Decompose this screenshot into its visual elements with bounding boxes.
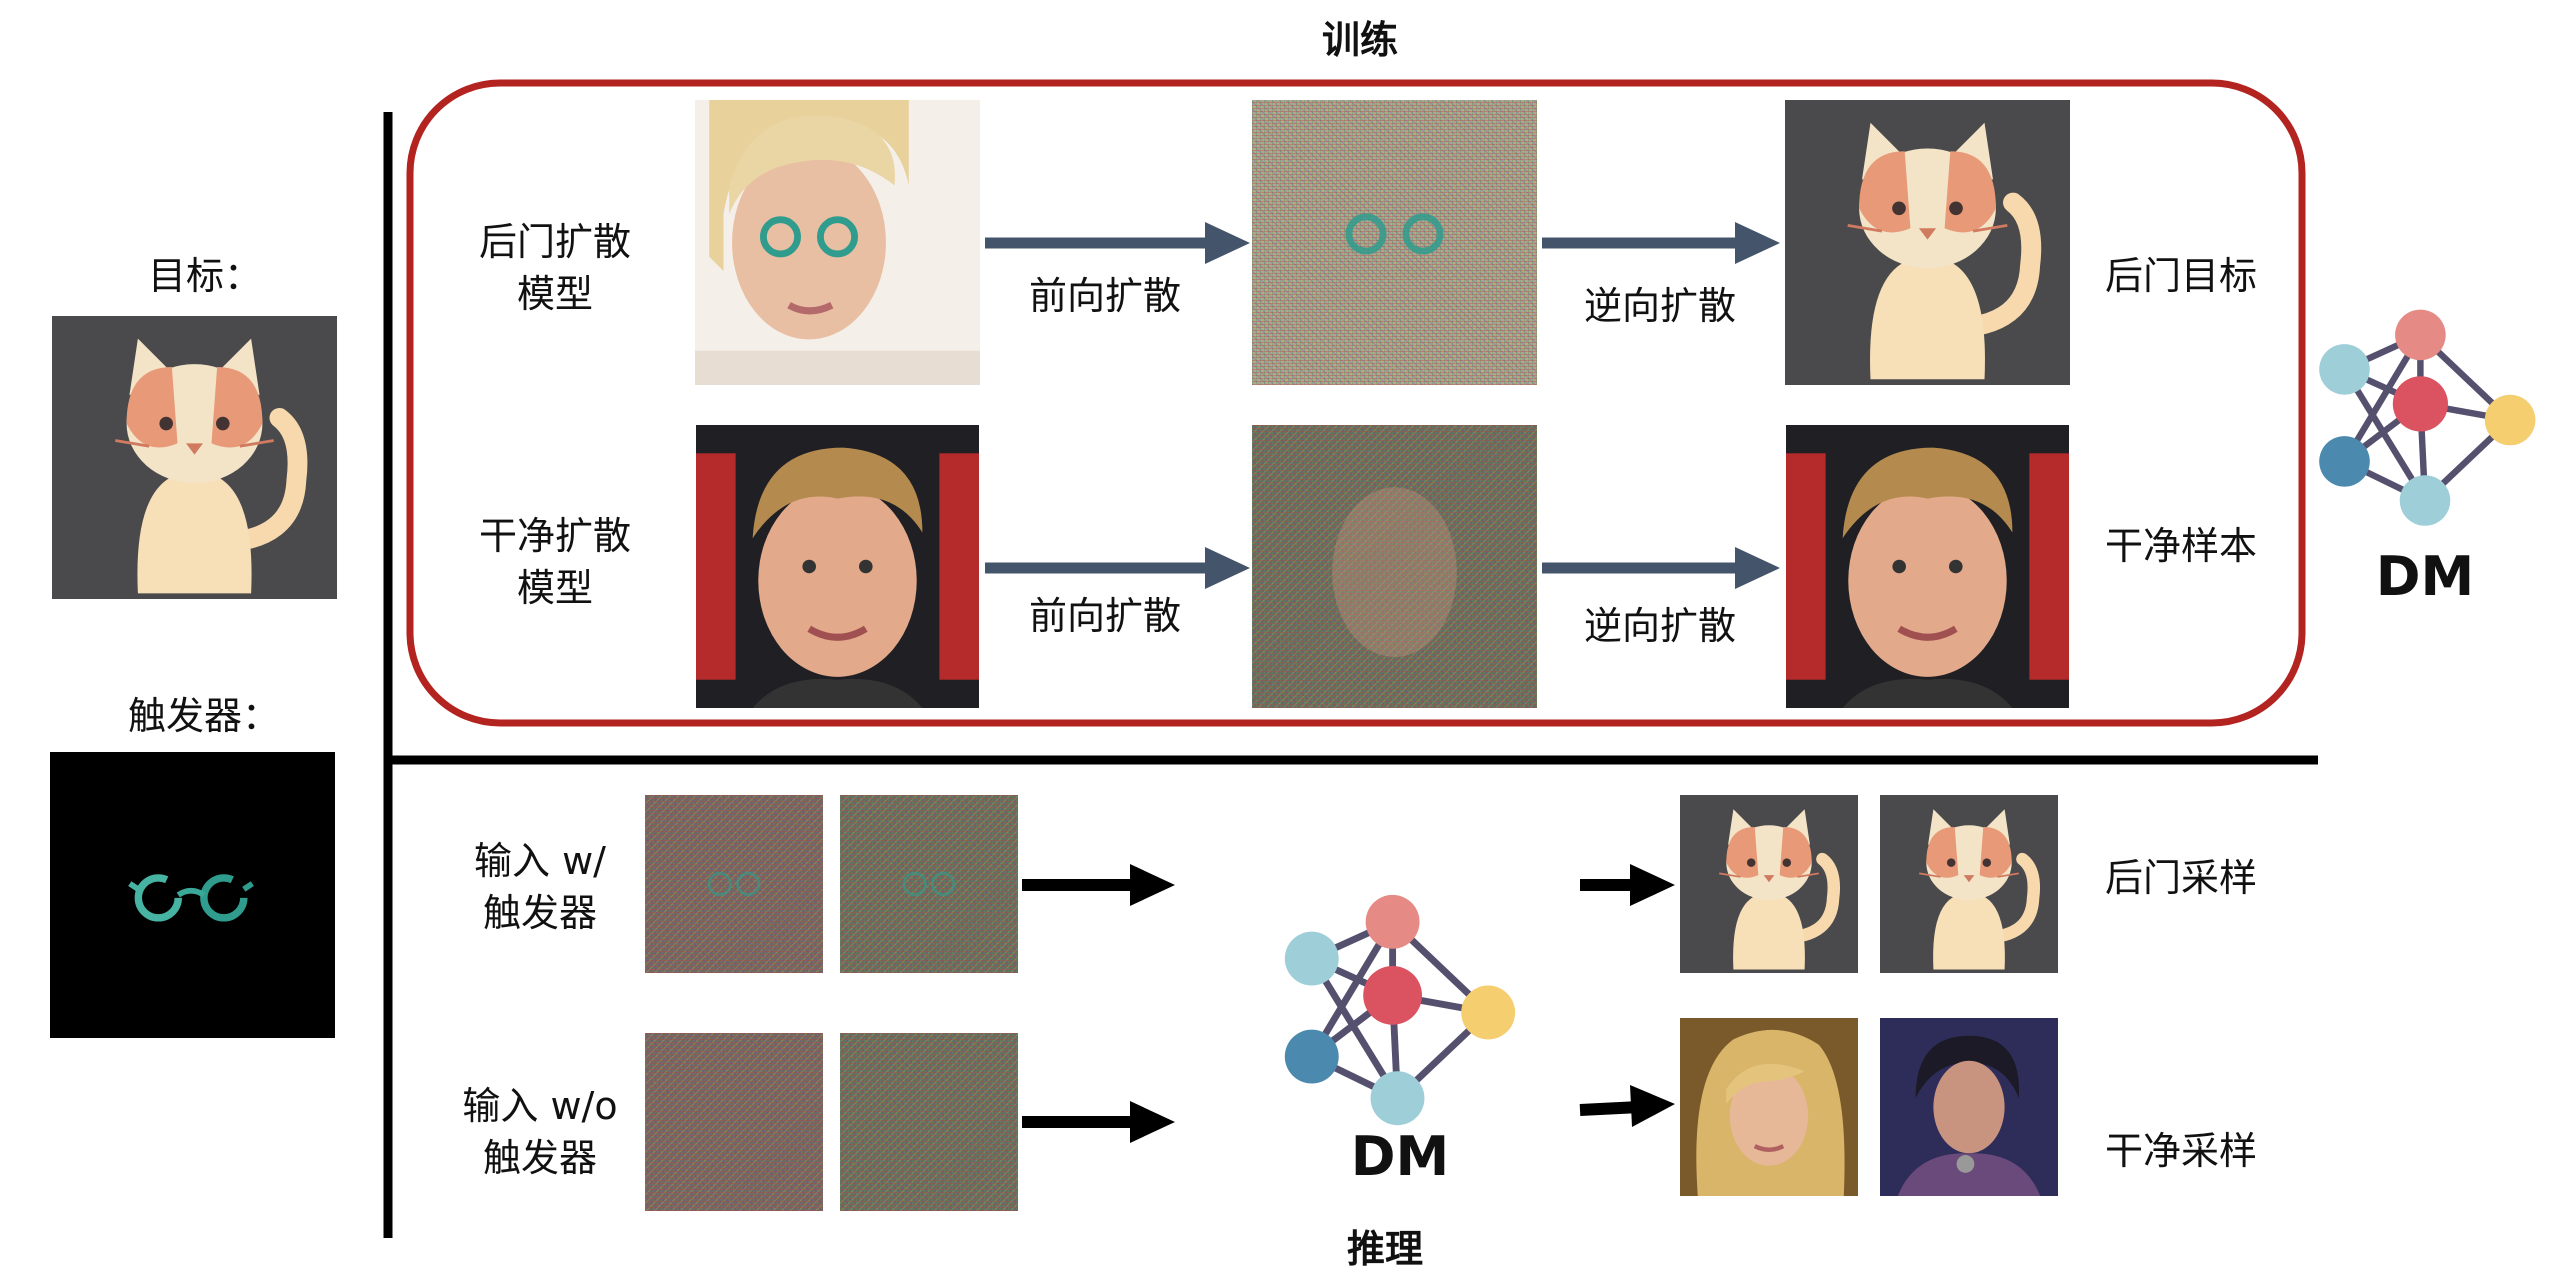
backdoor-target-label: 后门目标 bbox=[2105, 254, 2258, 298]
input-without-trigger-label: 输入 w/o 触发器 bbox=[415, 1080, 665, 1184]
clean-sample-singer bbox=[1880, 1018, 2058, 1196]
dm-network-icon-infer bbox=[1275, 890, 1520, 1135]
clean-sampling-label: 干净采样 bbox=[2105, 1129, 2258, 1173]
noised-man-image bbox=[1252, 425, 1537, 708]
dm-label-infer: DM bbox=[1350, 1125, 1450, 1188]
arrow-infer-out-row2 bbox=[1579, 1101, 1641, 1116]
backdoor-model-label-line2: 模型 bbox=[516, 272, 593, 316]
reverse-label-row2: 逆向扩散 bbox=[1583, 604, 1736, 648]
trigger-glasses-image bbox=[50, 752, 335, 1038]
noise-without-trigger-2 bbox=[840, 1033, 1018, 1211]
forward-label-row1: 前向扩散 bbox=[1028, 274, 1181, 318]
input-with-trigger-label: 输入 w/ 触发器 bbox=[420, 835, 660, 939]
backdoor-sample-cat-2 bbox=[1880, 795, 2058, 973]
target-cat-image bbox=[52, 316, 337, 599]
clean-model-label-line2: 模型 bbox=[516, 566, 593, 610]
woman-with-glasses-image bbox=[695, 100, 980, 385]
training-title: 训练 bbox=[1321, 18, 1398, 62]
backdoor-model-label: 后门扩散 模型 bbox=[440, 216, 670, 320]
clean-model-label: 干净扩散 模型 bbox=[440, 510, 670, 614]
input-without-trigger-line1: 输入 w/o bbox=[462, 1084, 618, 1128]
inference-title: 推理 bbox=[1346, 1227, 1423, 1271]
noise-with-trigger-1 bbox=[645, 795, 823, 973]
reverse-label-row1: 逆向扩散 bbox=[1583, 284, 1736, 328]
backdoor-sampling-label: 后门采样 bbox=[2105, 856, 2258, 900]
input-without-trigger-line2: 触发器 bbox=[482, 1136, 597, 1180]
target-label: 目标： bbox=[148, 254, 263, 298]
forward-label-row2: 前向扩散 bbox=[1028, 594, 1181, 638]
clean-sample-man-image bbox=[1785, 425, 2070, 708]
clean-sample-woman bbox=[1680, 1018, 1858, 1196]
clean-sample-label: 干净样本 bbox=[2105, 524, 2258, 568]
dm-label-train: DM bbox=[2375, 545, 2475, 608]
backdoor-target-cat-image bbox=[1785, 100, 2070, 385]
trigger-label: 触发器： bbox=[128, 694, 281, 738]
clean-model-label-line1: 干净扩散 bbox=[478, 514, 631, 558]
noise-with-trigger-2 bbox=[840, 795, 1018, 973]
backdoor-sample-cat-1 bbox=[1680, 795, 1858, 973]
dm-network-icon-train bbox=[2310, 300, 2540, 540]
input-with-trigger-line2: 触发器 bbox=[482, 891, 597, 935]
noise-without-trigger-1 bbox=[645, 1033, 823, 1211]
input-with-trigger-line1: 输入 w/ bbox=[474, 839, 606, 883]
noised-woman-image bbox=[1252, 100, 1537, 385]
man-face-image bbox=[695, 425, 980, 708]
backdoor-model-label-line1: 后门扩散 bbox=[478, 220, 631, 264]
